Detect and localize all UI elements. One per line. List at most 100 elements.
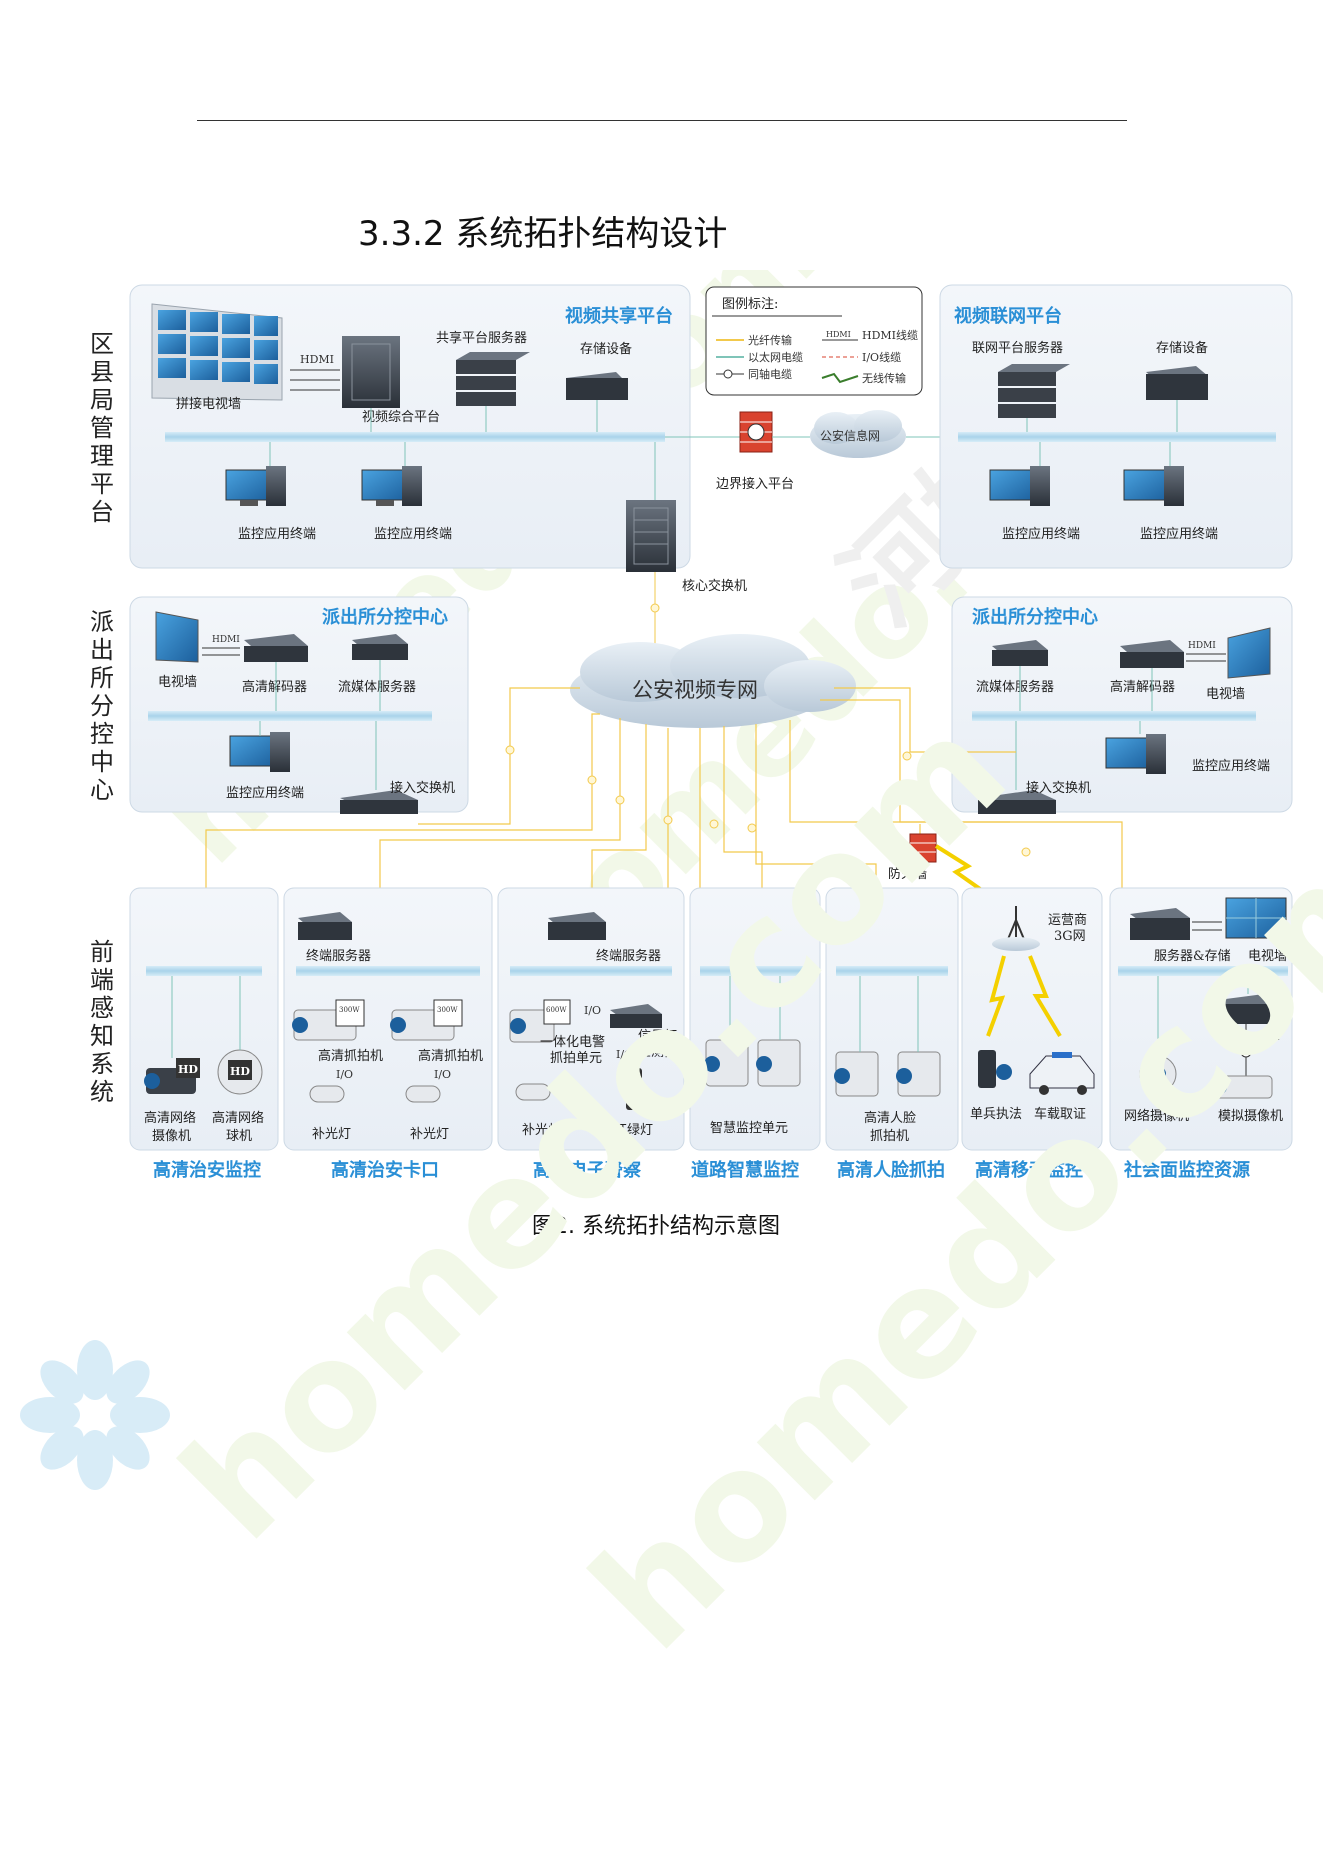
label-vehicle: 车载取证 <box>1034 1106 1086 1122</box>
watt-badge: 600W <box>546 1006 567 1014</box>
link-server-device <box>998 364 1070 418</box>
label-share-server: 共享平台服务器 <box>436 330 527 346</box>
label-hd-ball-2: 球机 <box>226 1129 252 1144</box>
terminal-server-device <box>548 912 606 940</box>
legend-io: I/O线缆 <box>862 350 901 364</box>
label-io: I/O <box>434 1068 451 1081</box>
ps-info-net-cloud <box>810 410 906 458</box>
legend-wireless: 无线传输 <box>862 371 906 385</box>
panel-video-link <box>939 284 1293 569</box>
storage-device <box>566 372 628 400</box>
ps-video-net-cloud <box>570 634 856 728</box>
label-hdmi: HDMI <box>1188 641 1216 651</box>
label-io: I/O <box>336 1068 353 1081</box>
label-soldier: 单兵执法 <box>970 1107 1022 1122</box>
monitor-terminal <box>1123 466 1184 506</box>
hd-decoder-left <box>244 634 308 662</box>
analog-camera <box>1213 1075 1273 1099</box>
label-monitor-terminal: 监控应用终端 <box>374 526 452 542</box>
fill-light <box>515 1083 551 1101</box>
dvr-device <box>1218 994 1278 1024</box>
label-tv-wall: 电视墙 <box>158 675 197 690</box>
tier-label-station: 派出所分控中心 <box>90 608 114 804</box>
label-stream-server: 流媒体服务器 <box>338 679 416 695</box>
stream-server-right <box>992 640 1048 666</box>
signal-detector-device <box>610 1004 662 1028</box>
watt-badge: 300W <box>339 1006 360 1014</box>
wireless-bolt <box>986 955 1006 1037</box>
wireless-bolt <box>934 844 992 898</box>
label-monitor-terminal: 监控应用终端 <box>1140 526 1218 542</box>
label-ecop-unit-2: 抓拍单元 <box>550 1051 602 1066</box>
monitor-terminal <box>1105 734 1166 774</box>
label-monitor-terminal: 监控应用终端 <box>238 526 316 542</box>
label-hd-capture: 高清抓拍机 <box>418 1048 483 1064</box>
frontend-title: 高清人脸抓拍 <box>837 1159 945 1181</box>
soldier-device <box>978 1050 1012 1088</box>
caption-text: 系统拓扑结构示意图 <box>582 1214 781 1239</box>
label-terminal-server: 终端服务器 <box>306 948 371 964</box>
frontend-title: 高清电子警察 <box>533 1159 642 1181</box>
splice-tv-wall <box>151 303 283 401</box>
tier-label-frontend: 前端感知系统 <box>90 938 114 1106</box>
traffic-light-icon <box>626 1068 642 1110</box>
frontend-title: 高清治安卡口 <box>331 1159 439 1181</box>
label-splice-wall: 拼接电视墙 <box>176 396 241 412</box>
label-signal-detector-2: 检测器 <box>638 1045 677 1060</box>
label-fill-light: 补光灯 <box>312 1127 351 1142</box>
label-monitor-terminal: 监控应用终端 <box>1002 526 1080 542</box>
terminal-server-device <box>298 912 352 940</box>
label-stream-server: 流媒体服务器 <box>976 679 1054 695</box>
access-switch-right <box>978 790 1056 814</box>
label-ps-video-net: 公安视频专网 <box>632 678 758 702</box>
label-firewall: 防火墙 <box>888 866 927 882</box>
label-core-switch: 核心交换机 <box>682 578 747 594</box>
tier-label-district: 区县局管理平台 <box>90 330 114 526</box>
frontend-buses <box>146 966 1288 976</box>
label-net-camera: 网络摄像机 <box>1124 1108 1189 1124</box>
label-hdmi: HDMI <box>212 635 240 645</box>
label-server-storage: 服务器&存储 <box>1154 948 1231 964</box>
monitor-terminal <box>229 732 290 772</box>
video-platform-device <box>342 336 400 408</box>
label-access-switch: 接入交换机 <box>390 780 455 796</box>
hd-net-camera <box>144 1058 200 1094</box>
access-switch-left <box>340 790 418 814</box>
label-io: I/O <box>616 1048 633 1061</box>
monitor-terminal <box>361 466 422 506</box>
label-hd-ball-1: 高清网络 <box>212 1110 264 1126</box>
legend-box <box>705 286 923 396</box>
tv-wall-social <box>1225 897 1287 939</box>
legend-fiber: 光纤传输 <box>748 333 792 347</box>
fiber-markers <box>505 603 1031 857</box>
network-bus <box>148 711 432 721</box>
topology-diagram: homedo.com homedo.com 河姆渡 区县局管理平台 派出所分控中… <box>90 270 1293 1181</box>
legend-ethernet: 以太网电缆 <box>748 351 803 364</box>
label-hd-capture: 高清抓拍机 <box>318 1048 383 1064</box>
label-tv-wall: 电视墙 <box>1248 949 1287 964</box>
panel-title-station-right: 派出所分控中心 <box>972 606 1098 628</box>
legend-hdmi-tag: HDMI <box>826 330 851 339</box>
frontend-title: 高清治安监控 <box>153 1159 261 1181</box>
frontend-title: 道路智慧监控 <box>691 1159 799 1181</box>
label-video-platform: 视频综合平台 <box>362 410 440 425</box>
label-access-switch: 接入交换机 <box>1026 780 1091 796</box>
vehicle-icon <box>1029 1052 1095 1095</box>
boundary-firewall-icon <box>739 411 773 453</box>
label-io: I/O <box>584 1004 601 1017</box>
hd-capture-camera <box>390 999 463 1041</box>
face-capture-camera <box>834 1051 941 1097</box>
hd-decoder-right <box>1120 640 1184 668</box>
label-carrier: 运营商 <box>1048 913 1087 928</box>
label-hd-decoder: 高清解码器 <box>242 679 307 695</box>
label-storage: 存储设备 <box>580 341 632 357</box>
storage-device-right <box>1146 366 1208 400</box>
share-server-device <box>456 352 530 406</box>
network-bus <box>972 711 1256 721</box>
label-hdmi: HDMI <box>300 353 334 366</box>
label-dvr: DVR <box>1254 1030 1280 1043</box>
label-traffic-light: 红绿灯 <box>614 1122 653 1138</box>
legend-coax: 同轴电缆 <box>748 367 792 381</box>
stream-server-left <box>352 634 408 660</box>
label-signal-detector-1: 信号灯 <box>638 1029 677 1044</box>
